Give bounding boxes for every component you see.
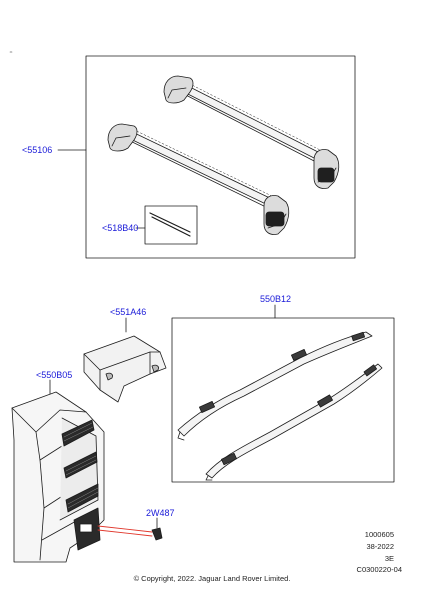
side-rail-group-box (171, 317, 395, 483)
crossbar-rear (163, 75, 340, 189)
side-rail-group (171, 304, 395, 483)
crossbar-strip-box (144, 205, 198, 245)
reference-code-2: 38-2022 (366, 542, 394, 551)
label-side-step[interactable]: <550B05 (36, 370, 73, 380)
crossbar-front (107, 123, 290, 235)
step-tread-middle (63, 451, 98, 479)
step-tread-lower (65, 483, 99, 513)
side-step (11, 379, 105, 563)
step-tread-upper (61, 419, 95, 447)
label-step-fastener[interactable]: 2W487 (146, 508, 175, 518)
fastener-callout-lines (97, 525, 153, 537)
rail-cover (83, 317, 167, 403)
reference-code-4: C0300220-04 (356, 565, 402, 574)
side-rail-lower (205, 363, 383, 481)
copyright-notice: © Copyright, 2022. Jaguar Land Rover Lim… (133, 574, 291, 583)
reference-code-1: 1000605 (364, 530, 394, 539)
label-crossbar-strip[interactable]: <518B40 (102, 223, 139, 233)
crossbar-group (57, 55, 356, 259)
step-fastener (97, 517, 163, 541)
label-roof-crossbars[interactable]: <55106 (22, 145, 53, 155)
label-rail-cover[interactable]: <551A46 (110, 307, 147, 317)
crossbar-strip-part (149, 212, 191, 237)
crossbar-group-box (85, 55, 356, 259)
label-side-rails[interactable]: 550B12 (260, 294, 292, 304)
side-rail-upper (177, 331, 373, 441)
reference-code-3: 3E (384, 554, 394, 563)
